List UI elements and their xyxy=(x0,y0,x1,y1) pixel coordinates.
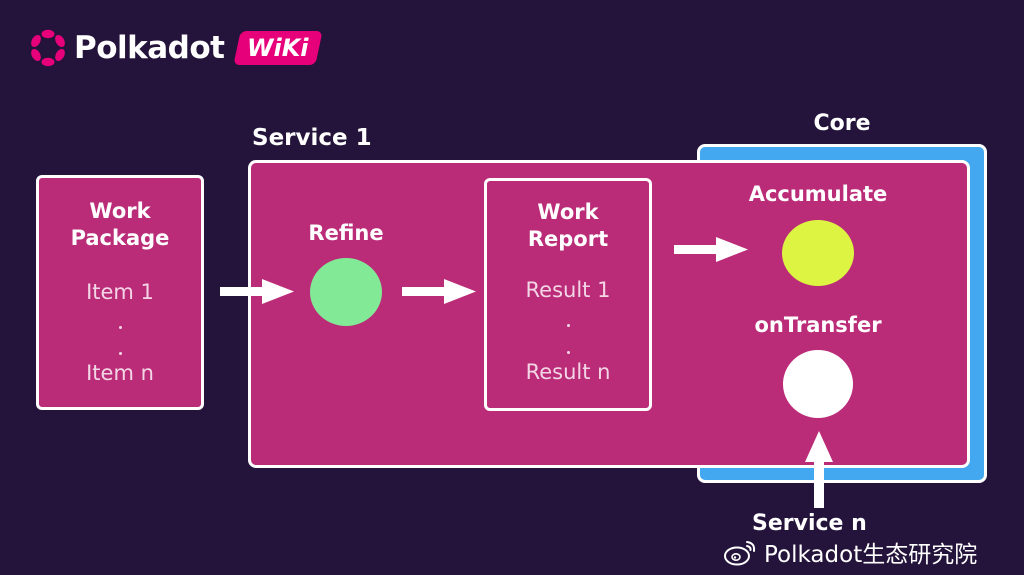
polkadot-wiki-logo: Polkadot WiKi xyxy=(28,26,322,70)
arrow-report-to-accumulate-icon xyxy=(674,237,748,262)
accumulate-circle xyxy=(782,220,854,286)
refine-circle xyxy=(310,258,382,326)
work-report-title-line2: Report xyxy=(527,227,609,251)
refine-label: Refine xyxy=(308,221,384,245)
work-report-result-last: Result n xyxy=(525,360,611,384)
ellipsis-dot xyxy=(119,326,122,329)
work-package-item-first: Item 1 xyxy=(86,280,154,304)
work-package-title-line2: Package xyxy=(70,226,170,250)
weibo-icon xyxy=(722,537,758,567)
ellipsis-dot xyxy=(119,352,122,355)
ellipsis-dot xyxy=(567,324,570,327)
polkadot-logo-icon xyxy=(28,28,68,68)
watermark: Polkadot生态研究院 xyxy=(722,535,977,569)
accumulate-label: Accumulate xyxy=(748,182,888,206)
watermark-text: Polkadot生态研究院 xyxy=(764,542,978,568)
on-transfer-circle xyxy=(783,350,853,418)
on-transfer-label: onTransfer xyxy=(754,313,882,337)
arrow-package-to-refine-icon xyxy=(220,279,294,304)
work-package-box: Work Package Item 1 Item n xyxy=(36,175,204,410)
work-package-item-last: Item n xyxy=(86,361,154,385)
ellipsis-dot xyxy=(567,351,570,354)
arrow-refine-to-report-icon xyxy=(402,279,476,304)
work-report-title-line1: Work xyxy=(537,200,599,224)
work-package-title-line1: Work xyxy=(89,199,151,223)
arrow-service-n-to-transfer-icon xyxy=(805,431,833,508)
service-1-label: Service 1 xyxy=(252,125,372,151)
work-report-box: Work Report Result 1 Result n xyxy=(484,178,652,411)
work-report-result-first: Result 1 xyxy=(525,278,611,302)
logo-text: Polkadot xyxy=(74,30,225,66)
core-label: Core xyxy=(813,111,871,136)
service-n-label: Service n xyxy=(752,511,867,536)
